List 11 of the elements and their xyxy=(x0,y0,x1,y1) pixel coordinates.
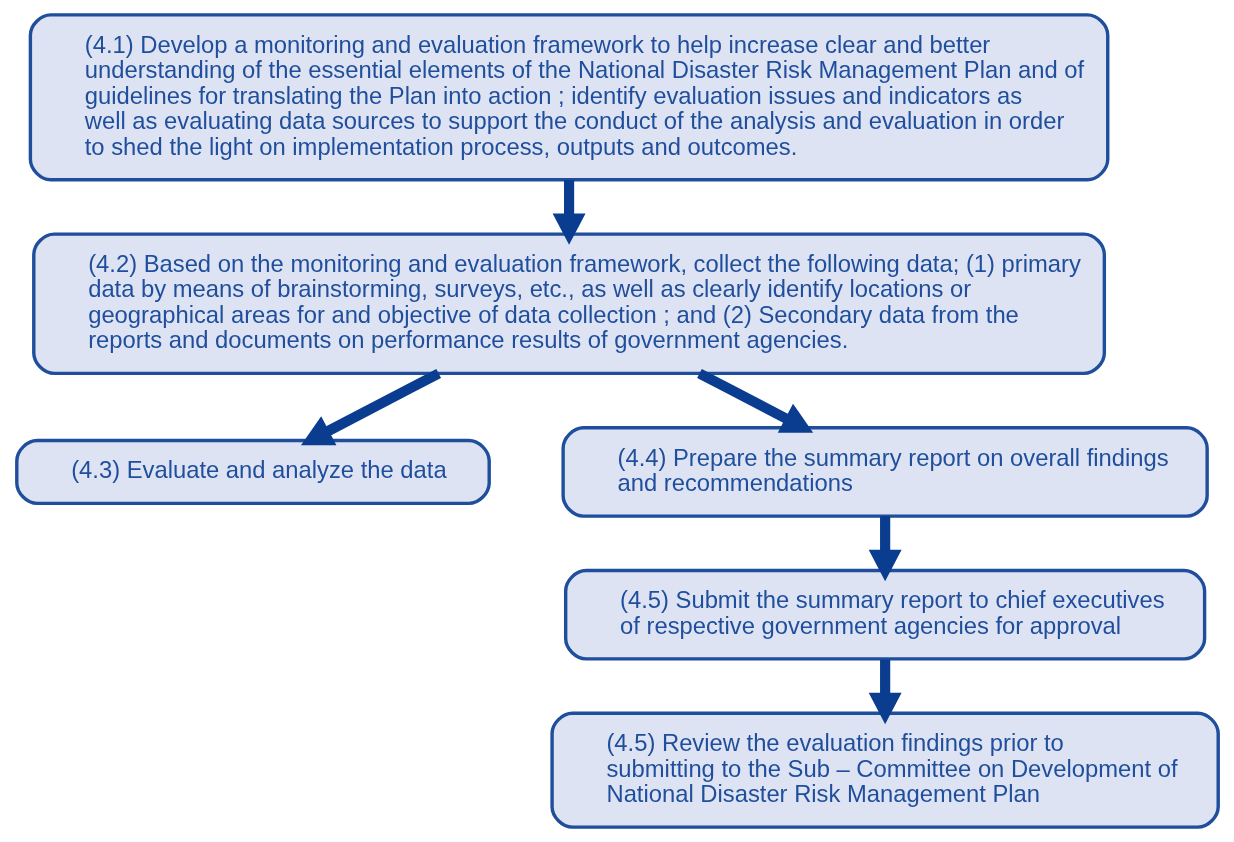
arrow xyxy=(300,368,441,446)
node-box: (4.1) Develop a monitoring and evaluation framework to help increase clear and better understanding of the essential elements of the National Disaster Risk Management Plan and of guidelines for translating the Plan into action ; identify evaluation issues and indicators as well as evaluating data sources to support the conduct of the analysis and evaluation in order to shed the light on implementation process, outputs and outcomes. xyxy=(28,13,1109,182)
node-box: (4.2) Based on the monitoring and evaluation framework, collect the following data; (1) primary data by means of brainstorming, surveys, etc., as well as clearly identify locations or geographical areas for and objective of data collection ; and (2) Secondary data from the reports and documents on performance results of government agencies. xyxy=(31,232,1106,376)
arrow xyxy=(696,368,813,433)
node-box: (4.5) Submit the summary report to chief executives of respective government agencies for approval xyxy=(563,568,1206,661)
node-box: (4.5) Review the evaluation findings prior to submitting to the Sub – Committee on Development of National Disaster Risk Management Plan xyxy=(549,711,1220,829)
arrow xyxy=(868,516,902,582)
arrow xyxy=(868,659,902,725)
node-box: (4.4) Prepare the summary report on overall findings and recommendations xyxy=(560,426,1209,518)
node-box: (4.3) Evaluate and analyze the data xyxy=(14,438,491,506)
arrow xyxy=(552,179,586,245)
